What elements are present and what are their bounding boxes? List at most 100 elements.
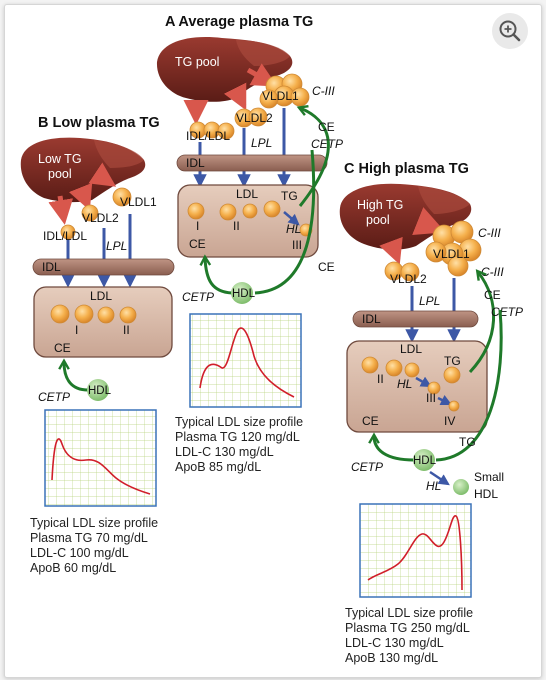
panel-a-caption-line: Plasma TG 120 mg/dL (175, 430, 300, 444)
panel-a-ldl-i-particle (187, 202, 205, 220)
panel-b-ldl-i-particle-1 (50, 304, 70, 324)
panel-a-ldl-ii-particle (219, 203, 237, 221)
panel-c-ldl-iii-particle (427, 381, 441, 395)
panel-a-sub-iii: III (292, 238, 302, 252)
panel-b-hdl-label: HDL (88, 385, 112, 397)
panel-a-hl-arrow (283, 211, 300, 226)
panel-b-sub-ii: II (123, 323, 130, 337)
panel-a-ldl-size-profile-chart (189, 313, 302, 408)
panel-c-red-arrow-vldl2 (379, 236, 403, 265)
panel-b-ldl-label: LDL (90, 289, 112, 303)
panel-b-liver-label-1: Low TG (38, 152, 82, 166)
panel-c-green-arrow-right (435, 309, 503, 462)
panel-c-caption: Typical LDL size profile Plasma TG 250 m… (345, 606, 473, 666)
panel-c-tg-inner: TG (444, 354, 461, 368)
panel-c-small-hdl-1: Small (474, 470, 504, 484)
panel-b-idl-label: IDL (42, 260, 61, 274)
panel-b-title: B Low plasma TG (38, 115, 160, 131)
panel-c-c3-mid: C-III (481, 265, 504, 279)
panel-c-lpl-label: LPL (419, 294, 440, 308)
panel-b-vldl2-label: VLDL2 (82, 211, 119, 225)
panel-c-tg-outer: TG (459, 435, 476, 449)
panel-c-hl-arrow-1 (415, 376, 432, 388)
liver-icon (20, 137, 146, 203)
panel-c-caption-line: Typical LDL size profile (345, 606, 474, 620)
panel-a-vldl2-particle (234, 107, 268, 128)
panel-b: B Low plasma TG Low TG pool VLDL1 VLDL2 … (20, 115, 175, 507)
panel-b-sub-i: I (75, 323, 78, 337)
panel-a-idl-bar (176, 154, 328, 172)
panel-a-hl-label: HL (286, 222, 301, 236)
panel-b-green-arrow (58, 358, 89, 392)
panel-c-vldl1-label: VLDL1 (433, 247, 470, 261)
panel-a-idl-label: IDL (186, 156, 205, 170)
panel-a-sub-i: I (196, 219, 199, 233)
panel-c-ldl-ii-particle-2 (385, 359, 403, 377)
panel-c-hl-arrow-outer (429, 470, 450, 486)
panel-c-ce-arrow: CE (484, 288, 501, 302)
panel-c-profile-curve (367, 515, 463, 591)
panel-b-lpl-label: LPL (106, 239, 127, 253)
panel-c-ldl-size-profile-chart (359, 503, 472, 598)
panel-b-vldl2-particle (81, 204, 99, 222)
panel-a-c3-label: C-III (312, 84, 335, 98)
panel-b-idl-bar (32, 258, 175, 276)
panel-a-cetp-top: CETP (311, 137, 343, 151)
panel-c-green-arrow-left (368, 432, 415, 462)
panel-b-ldl-i-particle-2 (74, 304, 94, 324)
panel-b-caption-line: LDL-C 100 mg/dL (30, 546, 129, 560)
panel-b-cetp-label: CETP (38, 390, 70, 404)
panel-b-caption-line: Plasma TG 70 mg/dL (30, 531, 148, 545)
panel-b-hdl-particle (87, 379, 109, 401)
panel-c-idl-bar (352, 310, 479, 328)
panel-a-green-arrow-right (254, 149, 316, 295)
panel-a-vldl1-particle (259, 73, 310, 109)
panel-c-hdl-label: HDL (413, 455, 437, 467)
panel-a-vldl2-label: VLDL2 (236, 111, 273, 125)
panel-c-caption-line: Plasma TG 250 mg/dL (345, 621, 470, 635)
panel-a-caption: Typical LDL size profile Plasma TG 120 m… (175, 415, 303, 475)
panel-a-tg-particle (263, 200, 281, 218)
panel-b-idl-ldl-label: IDL/LDL (43, 229, 87, 243)
panel-a-tg-label: TG (281, 189, 298, 203)
panel-c-liver-label-1: High TG (357, 198, 403, 212)
panel-a-sub-ii: II (233, 219, 240, 233)
panel-a-profile-curve (199, 327, 295, 398)
panel-c-c3-top: C-III (478, 226, 501, 240)
panel-c-liver-label-2: pool (366, 213, 390, 227)
panel-b-caption: Typical LDL size profile Plasma TG 70 mg… (30, 516, 158, 576)
panel-b-profile-curve (51, 438, 151, 495)
panel-c-ldl-iv-particle (448, 400, 460, 412)
panel-b-red-arrow-idl (48, 195, 74, 225)
panel-c-vldl1-particle (425, 220, 482, 277)
panel-c-ldl-label: LDL (400, 342, 422, 356)
panel-a-liver-label: TG pool (175, 55, 219, 69)
panel-c-cetp-right: CETP (491, 305, 523, 319)
panel-c-vldl2-particle-2 (400, 262, 420, 282)
panel-b-red-arrow-vldl1 (88, 162, 117, 187)
panel-b-idl-ldl-particle (60, 224, 76, 240)
panel-c-sub-iii: III (426, 391, 436, 405)
panel-c-sub-ii: II (377, 372, 384, 386)
panel-a-caption-line: Typical LDL size profile (175, 415, 304, 429)
panel-c-hl-inner: HL (397, 377, 412, 391)
panel-c-green-arrow-vldl (468, 269, 496, 374)
panel-b-ldl-i-particle-3 (97, 306, 115, 324)
panel-b-ce-inner: CE (54, 341, 71, 355)
liver-icon (156, 37, 293, 102)
panel-a-ldl-particle (242, 203, 258, 219)
panel-c-ce-inner: CE (362, 414, 379, 428)
panel-c-idl-label: IDL (362, 312, 381, 326)
panel-a-lpl-label: LPL (251, 136, 272, 150)
panel-b-caption-line: Typical LDL size profile (30, 516, 159, 530)
panel-a-ldl-label: LDL (236, 187, 258, 201)
panel-a-ce-arrow2: CE (318, 260, 335, 274)
panel-c: C High plasma TG High TG pool VLDL1 C-II… (339, 161, 523, 598)
zoom-button[interactable] (492, 13, 528, 49)
panel-c-small-hdl-2: HDL (474, 487, 498, 501)
panel-a: A Average plasma TG TG pool VLDL1 C-III (156, 14, 343, 408)
panel-a-ce-arrow1: CE (318, 120, 335, 134)
panel-b-vldl1-particle (112, 187, 132, 207)
liver-icon (339, 183, 472, 250)
